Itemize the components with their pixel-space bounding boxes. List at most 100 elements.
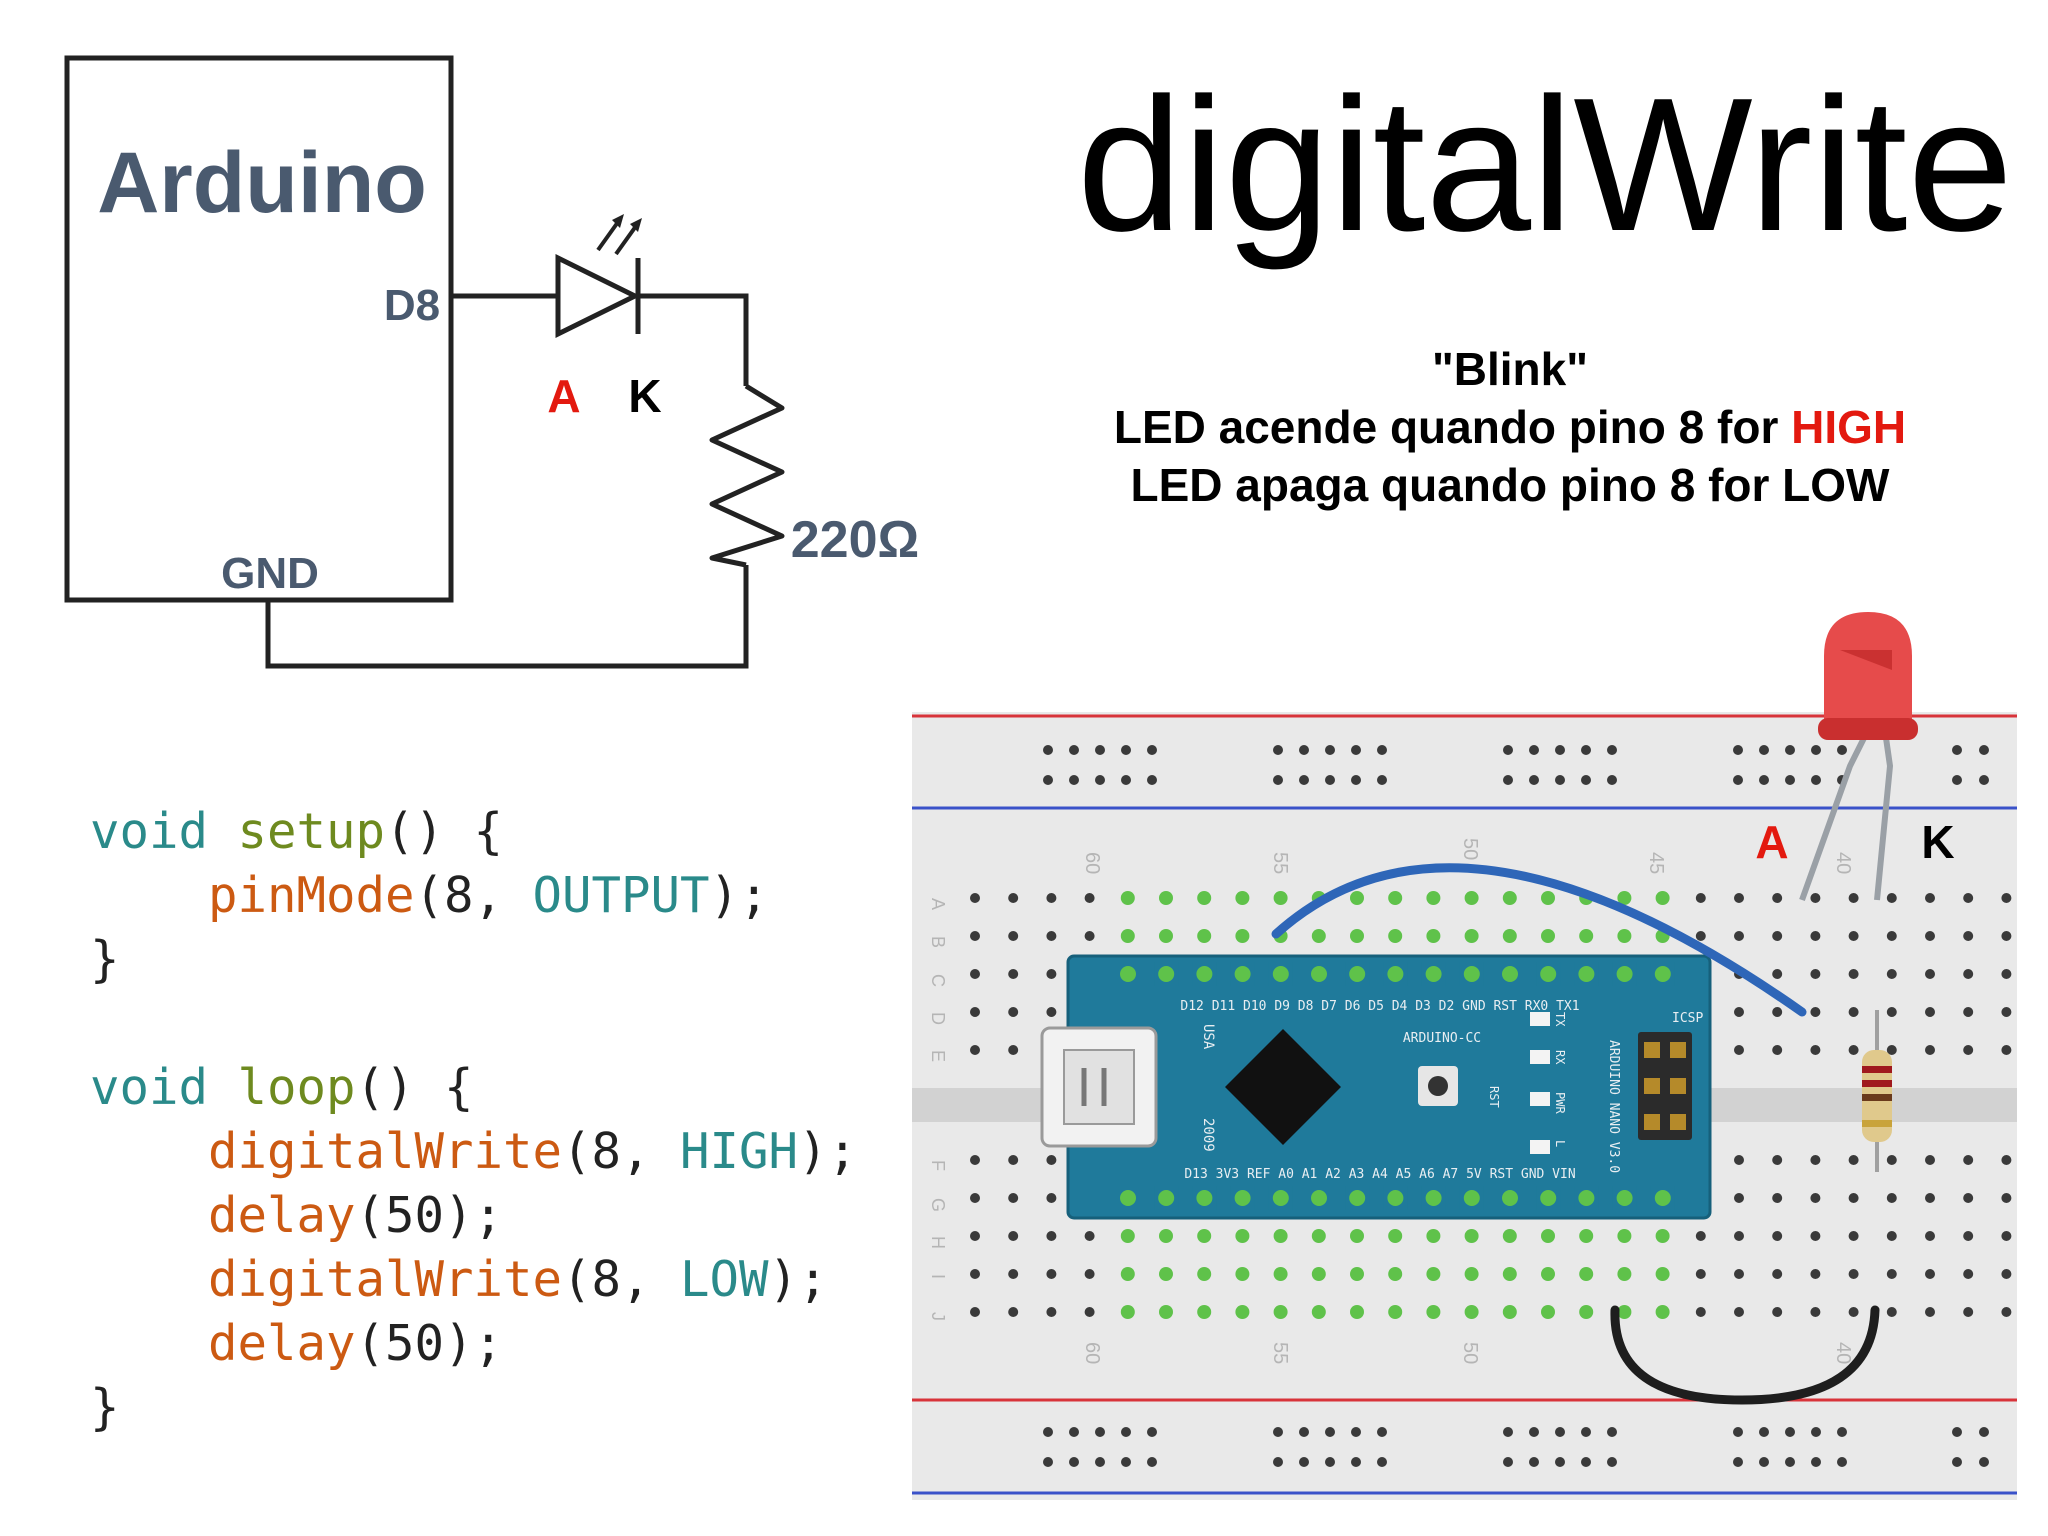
column-number-bottom: 40 [1832, 1342, 1854, 1364]
code-constant: HIGH [680, 1123, 799, 1180]
rail-hole [1733, 745, 1743, 755]
rail-hole [1529, 775, 1539, 785]
rail-hole [1581, 1457, 1591, 1467]
terminal-hole [1502, 891, 1517, 905]
rail-hole [1503, 1427, 1513, 1437]
terminal-hole [1008, 931, 1019, 941]
terminal-hole [2001, 1193, 2012, 1203]
nano-pwr-led [1530, 1092, 1550, 1106]
rail-hole [1121, 1427, 1131, 1437]
wire-led-to-resistor [638, 293, 749, 386]
rail-hole [1069, 1427, 1079, 1437]
nano-pin-headers [1116, 962, 1675, 1210]
wire-resistor-to-gnd [265, 565, 749, 669]
row-letters: A B C D E F G H I J [928, 898, 948, 1321]
code-line: } [90, 931, 120, 988]
rail-hole [1837, 1427, 1847, 1437]
rail-hole [1273, 1457, 1283, 1467]
code-function: digitalWrite [208, 1123, 563, 1180]
terminal-hole [1655, 1267, 1670, 1281]
terminal-hole [1579, 1229, 1594, 1243]
rail-hole [1273, 745, 1283, 755]
row-letter: H [928, 1236, 948, 1249]
terminal-hole [1963, 1155, 1974, 1165]
nano-tx-label: TX [1553, 1012, 1567, 1027]
rail-hole [1607, 775, 1617, 785]
schematic-cathode-label: K [628, 370, 661, 422]
blink-description: "Blink" LED acende quando pino 8 for HIG… [1060, 340, 1960, 514]
terminal-hole [1772, 1193, 1783, 1203]
terminal-hole [1350, 1267, 1364, 1281]
terminal-hole [1350, 929, 1364, 943]
nano-pin-pad [1234, 1190, 1251, 1206]
terminal-hole [1886, 1307, 1897, 1317]
nano-pin-pad [1120, 966, 1136, 982]
d8-label: D8 [384, 281, 440, 330]
terminal-hole [1502, 1305, 1517, 1319]
rail-hole [1555, 775, 1565, 785]
terminal-hole [1810, 1193, 1821, 1203]
code-function: digitalWrite [208, 1251, 563, 1308]
terminal-hole [1772, 1269, 1783, 1279]
terminal-hole [1159, 1229, 1173, 1243]
rail-hole [1043, 775, 1053, 785]
resistor-symbol [709, 383, 785, 568]
nano-pin-pad [1654, 1190, 1671, 1206]
resistor-band [1862, 1080, 1892, 1087]
terminal-hole [1655, 1229, 1670, 1243]
nano-pin-pad [1158, 1190, 1175, 1206]
rail-hole [1325, 1427, 1335, 1437]
terminal-hole [1046, 969, 1057, 979]
nano-usa-label: USA [1200, 1024, 1216, 1050]
code-block: void setup() { pinMode(8, OUTPUT);} void… [90, 800, 857, 1440]
row-letter: E [928, 1050, 948, 1062]
terminal-hole [1772, 931, 1783, 941]
terminal-hole [1734, 1231, 1744, 1241]
terminal-hole [1273, 891, 1288, 905]
terminal-hole [1120, 891, 1135, 905]
terminal-hole [1810, 1045, 1821, 1055]
schematic-diagram: Arduino D8 GND 220Ω A K [64, 55, 919, 669]
terminal-hole [1886, 1231, 1897, 1241]
code-function: loop [237, 1059, 356, 1116]
terminal-hole [1925, 1007, 1935, 1017]
rail-hole [1979, 1457, 1989, 1467]
row-letter: I [928, 1274, 948, 1279]
rail-hole [1785, 745, 1795, 755]
terminal-hole [1695, 1231, 1706, 1241]
column-number-bottom: 55 [1269, 1342, 1291, 1364]
terminal-hole [1886, 969, 1897, 979]
terminal-hole [1197, 1305, 1212, 1319]
terminal-hole [2001, 1307, 2012, 1317]
rail-hole [1785, 775, 1795, 785]
terminal-hole [1008, 1007, 1019, 1017]
terminal-hole [1120, 1305, 1135, 1319]
terminal-hole [1426, 891, 1441, 905]
terminal-hole [1963, 1231, 1974, 1241]
terminal-hole [1464, 1305, 1479, 1319]
terminal-hole [1008, 1231, 1019, 1241]
nano-icsp-header [1638, 1032, 1692, 1140]
terminal-hole [1848, 893, 1859, 903]
rail-hole [1273, 775, 1283, 785]
terminal-hole [1273, 1229, 1288, 1243]
black-jumper-wire [1610, 1305, 1880, 1405]
code-line: pinMode(8, OUTPUT); [90, 864, 857, 928]
rail-hole [1952, 1427, 1962, 1437]
rail-hole [1837, 745, 1847, 755]
terminal-hole [1734, 931, 1744, 941]
nano-pin-pad [1311, 966, 1327, 982]
terminal-hole [1925, 931, 1935, 941]
terminal-hole [1197, 1229, 1212, 1243]
icsp-pin [1670, 1042, 1686, 1058]
rail-hole [1607, 745, 1617, 755]
column-number-bottom: 60 [1081, 1342, 1103, 1364]
terminal-hole [1810, 1155, 1821, 1165]
rail-hole [1351, 775, 1361, 785]
column-number-top: 60 [1081, 852, 1103, 874]
icsp-pin [1644, 1042, 1660, 1058]
code-keyword: void [90, 803, 209, 860]
description-line-1: "Blink" [1431, 343, 1589, 395]
terminal-hole [1963, 1007, 1974, 1017]
rail-hole [1529, 1457, 1539, 1467]
